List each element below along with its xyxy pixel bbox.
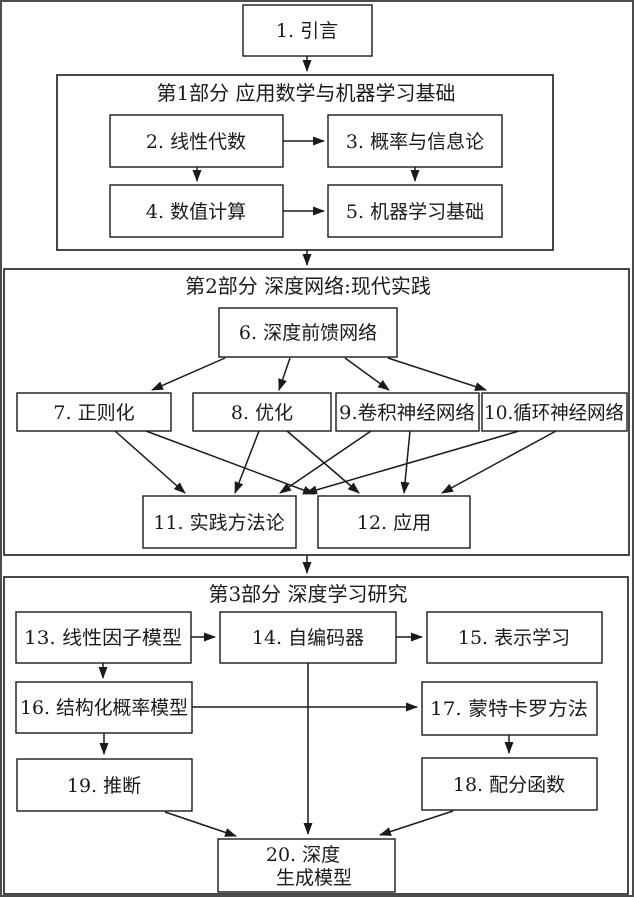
box-5-machine-learning-basics <box>327 184 503 238</box>
label-12: 12. 应用 <box>357 512 431 534</box>
label-20-line2: 生成模型 <box>276 867 352 889</box>
edge-9-11 <box>279 430 372 494</box>
edge-7-12 <box>145 430 315 495</box>
edge-18-20 <box>379 810 454 836</box>
label-18: 18. 配分函数 <box>453 774 565 796</box>
box-17-monte-carlo-methods <box>421 681 598 736</box>
label-17: 17. 蒙特卡罗方法 <box>430 698 588 720</box>
edge-6-9 <box>344 357 390 391</box>
box-3-probability-information-theory <box>327 114 503 168</box>
label-14: 14. 自编码器 <box>252 627 364 649</box>
edge-19-20 <box>164 811 237 837</box>
box-19-inference <box>16 758 193 812</box>
box-13-linear-factor-models <box>15 611 192 664</box>
label-8: 8. 优化 <box>231 402 293 424</box>
edge-6-8 <box>278 357 291 391</box>
edge-7-11 <box>114 430 186 494</box>
box-9-convolutional-networks <box>335 392 480 432</box>
box-18-partition-function <box>421 757 598 811</box>
part1-title: 第1部分 应用数学与机器学习基础 <box>156 81 455 105</box>
label-1: 1. 引言 <box>276 20 338 42</box>
label-10: 10.循环神经网络 <box>484 402 624 424</box>
label-11: 11. 实践方法论 <box>153 512 284 534</box>
label-3: 3. 概率与信息论 <box>346 131 484 153</box>
label-6: 6. 深度前馈网络 <box>239 322 377 344</box>
box-14-autoencoders <box>219 611 397 664</box>
edge-10-11 <box>305 430 520 495</box>
box-2-linear-algebra <box>109 114 284 168</box>
label-19: 19. 推断 <box>67 775 141 797</box>
box-12-applications <box>317 495 471 549</box>
part1-container <box>56 74 554 251</box>
label-4: 4. 数值计算 <box>146 201 246 223</box>
edge-10-12 <box>441 430 557 494</box>
box-4-numerical-computation <box>109 184 284 238</box>
edge-9-12 <box>400 430 411 494</box>
edge-8-12 <box>286 430 360 494</box>
part2-title: 第2部分 深度网络:现代实践 <box>185 274 431 298</box>
box-10-recurrent-networks <box>481 392 628 432</box>
label-5: 5. 机器学习基础 <box>346 201 484 223</box>
part2-container <box>3 268 630 556</box>
edge-6-10 <box>387 357 487 391</box>
label-13: 13. 线性因子模型 <box>24 627 182 649</box>
box-11-practical-methodology <box>142 495 297 549</box>
label-15: 15. 表示学习 <box>458 627 570 649</box>
box-7-regularization <box>16 392 172 432</box>
edge-8-11 <box>234 430 260 494</box>
label-7: 7. 正则化 <box>53 402 134 424</box>
box-6-deep-feedforward-networks <box>218 307 398 358</box>
label-20-line1: 20. 深度 <box>266 844 340 866</box>
box-20-deep-generative-models <box>217 838 396 893</box>
box-15-representation-learning <box>426 611 603 664</box>
label-9: 9.卷积神经网络 <box>339 402 475 424</box>
box-8-optimization <box>192 392 332 432</box>
part3-title: 第3部分 深度学习研究 <box>208 582 407 606</box>
box-1-introduction <box>242 4 373 57</box>
label-2: 2. 线性代数 <box>146 131 246 153</box>
edge-6-7 <box>151 357 226 391</box>
part3-container <box>3 576 629 895</box>
box-16-structured-probabilistic-models <box>15 681 193 734</box>
label-16: 16. 结构化概率模型 <box>20 697 188 719</box>
